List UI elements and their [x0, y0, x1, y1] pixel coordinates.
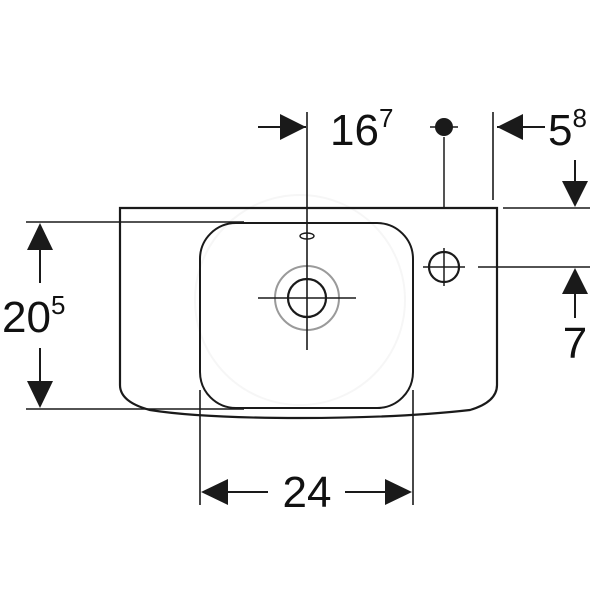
bowl-width-value: 24: [283, 468, 332, 517]
watermark-logo: [194, 194, 406, 406]
tap-hole-offset-value: 7: [563, 319, 587, 368]
dimension-height: 205: [2, 221, 244, 410]
dimension-side-offset: 58: [492, 103, 587, 200]
drain-offset-value: 16: [330, 106, 379, 155]
dimension-bowl-width: 24: [199, 390, 414, 517]
dimension-top-edge-arrow: [503, 160, 590, 209]
tap-marker-dot: [430, 118, 458, 208]
svg-text:58: 58: [548, 103, 587, 155]
height-value: 20: [2, 293, 51, 342]
tap-hole: [423, 248, 465, 286]
drain-offset-sup: 7: [379, 103, 393, 133]
dimension-tap-hole-offset: 7: [478, 266, 590, 368]
drain: [258, 250, 356, 350]
dimension-drain-offset: 167: [258, 103, 393, 250]
side-offset-sup: 8: [572, 103, 586, 133]
basin-outline: [118, 206, 499, 420]
svg-text:167: 167: [330, 103, 393, 155]
svg-text:205: 205: [2, 290, 65, 342]
side-offset-value: 5: [548, 106, 572, 155]
height-sup: 5: [51, 290, 65, 320]
